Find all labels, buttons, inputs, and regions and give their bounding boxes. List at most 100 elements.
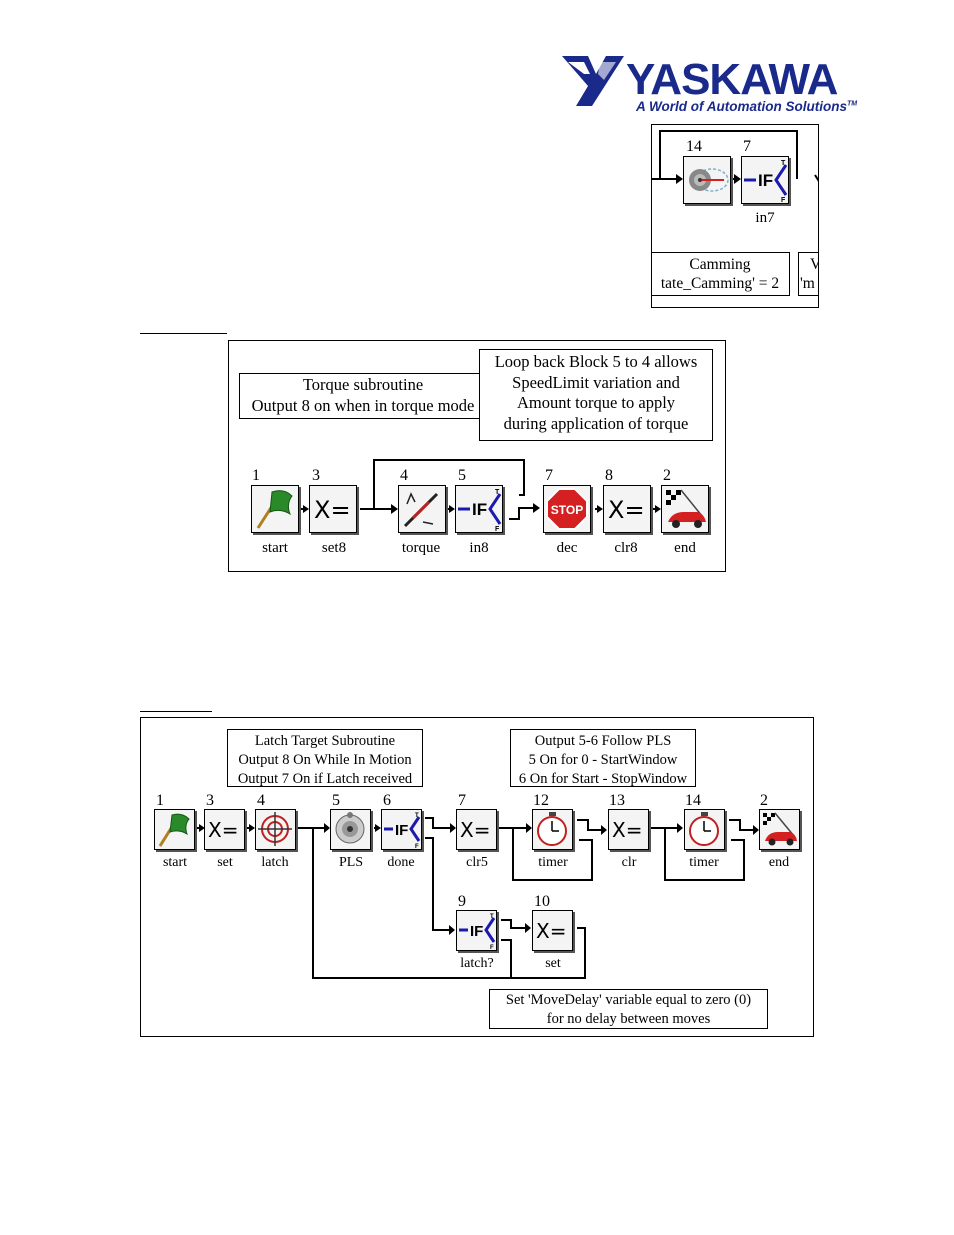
svg-text:IF: IF — [470, 923, 483, 940]
svg-text:IF: IF — [472, 500, 487, 519]
end-block[interactable] — [661, 485, 709, 533]
if-icon: IF T F — [458, 489, 502, 533]
logo-tagline: A World of Automation SolutionsTM — [636, 99, 858, 114]
race-car-icon — [763, 812, 797, 846]
pls-block[interactable] — [330, 809, 371, 850]
torque-icon — [403, 492, 439, 528]
block-number: 13 — [609, 792, 625, 809]
block-number: 6 — [383, 792, 391, 809]
set-icon: X= — [208, 818, 238, 842]
set-icon: X= — [460, 818, 490, 842]
svg-text:T: T — [781, 160, 786, 167]
latch-block[interactable] — [255, 809, 296, 850]
block-number: 2 — [760, 792, 768, 809]
if-block[interactable]: IF T F — [456, 910, 497, 951]
end-block[interactable] — [759, 809, 800, 850]
logo-wordmark: YASKAWA — [626, 55, 838, 104]
block-number: 7 — [545, 467, 553, 484]
timer-icon — [537, 812, 567, 846]
svg-text:X=: X= — [460, 818, 490, 842]
block-label: set — [217, 855, 233, 870]
block-number: 14 — [686, 138, 702, 155]
block-label: timer — [538, 855, 568, 870]
race-car-icon — [666, 489, 706, 528]
svg-text:STOP: STOP — [551, 503, 583, 517]
stop-block[interactable]: STOP — [543, 485, 591, 533]
block-label: latch? — [460, 956, 494, 971]
block-label: in8 — [469, 540, 489, 556]
block-label: set — [545, 956, 561, 971]
set-block[interactable]: X= — [532, 910, 573, 951]
svg-text:X=: X= — [536, 919, 566, 943]
set-block[interactable]: X= — [608, 809, 649, 850]
block-number: 9 — [458, 893, 466, 910]
torque-block[interactable] — [398, 485, 446, 533]
svg-text:IF: IF — [395, 822, 408, 839]
crosshair-icon — [258, 812, 292, 846]
set-icon: X= — [608, 496, 645, 524]
svg-text:X=: X= — [612, 818, 642, 842]
start-block[interactable] — [251, 485, 299, 533]
block-number: 3 — [312, 467, 320, 484]
svg-text:F: F — [495, 526, 500, 533]
underline-rule — [140, 711, 212, 712]
block-number: 8 — [605, 467, 613, 484]
set-block[interactable]: X= — [456, 809, 497, 850]
flag-icon — [256, 490, 293, 529]
timer-block[interactable] — [532, 809, 573, 850]
if-block[interactable]: IF T F — [381, 809, 422, 850]
if-icon: IF T F — [459, 914, 496, 951]
flag-icon — [158, 813, 190, 847]
set-block[interactable]: X= — [603, 485, 651, 533]
block-number: 7 — [458, 792, 466, 809]
block-label: end — [674, 540, 696, 556]
underline-rule — [140, 333, 227, 334]
svg-text:F: F — [490, 945, 494, 951]
block-label: set8 — [321, 540, 347, 556]
block-number: 12 — [533, 792, 549, 809]
svg-text:T: T — [415, 813, 419, 819]
timer-block[interactable] — [684, 809, 725, 850]
block-label: timer — [689, 855, 719, 870]
block-number: 4 — [257, 792, 265, 809]
svg-text:T: T — [490, 914, 494, 920]
svg-text:T: T — [495, 489, 500, 496]
set-block[interactable]: X= — [204, 809, 245, 850]
block-label: PLS — [338, 855, 364, 870]
pls-icon — [689, 168, 729, 192]
yaskawa-mark-icon — [562, 56, 624, 106]
block-number: 7 — [743, 138, 751, 155]
timer-icon — [689, 812, 719, 846]
block-number: 1 — [252, 467, 260, 484]
pls-block[interactable] — [683, 156, 731, 204]
block-number: 3 — [206, 792, 214, 809]
if-block[interactable]: IF T F — [741, 156, 789, 204]
block-label: start — [262, 540, 288, 556]
block-label: dec — [556, 540, 578, 556]
stop-icon: STOP — [546, 488, 588, 530]
svg-text:X=: X= — [608, 496, 645, 524]
yaskawa-logo: YASKAWA A World of Automation SolutionsT… — [560, 50, 857, 120]
block-number: 14 — [685, 792, 701, 809]
block-number: 10 — [534, 893, 550, 910]
block-label: clr5 — [466, 855, 488, 870]
start-block[interactable] — [154, 809, 195, 850]
block-label: done — [387, 855, 415, 870]
set-icon: X= — [314, 496, 351, 524]
block-label: latch — [261, 855, 289, 870]
svg-text:F: F — [415, 844, 419, 850]
svg-text:X=: X= — [314, 496, 351, 524]
block-label: torque — [401, 540, 441, 556]
block-number: 4 — [400, 467, 408, 484]
set-block[interactable]: X= — [309, 485, 357, 533]
if-block[interactable]: IF T F — [455, 485, 503, 533]
svg-text:X=: X= — [208, 818, 238, 842]
block-label: clr8 — [614, 540, 638, 556]
